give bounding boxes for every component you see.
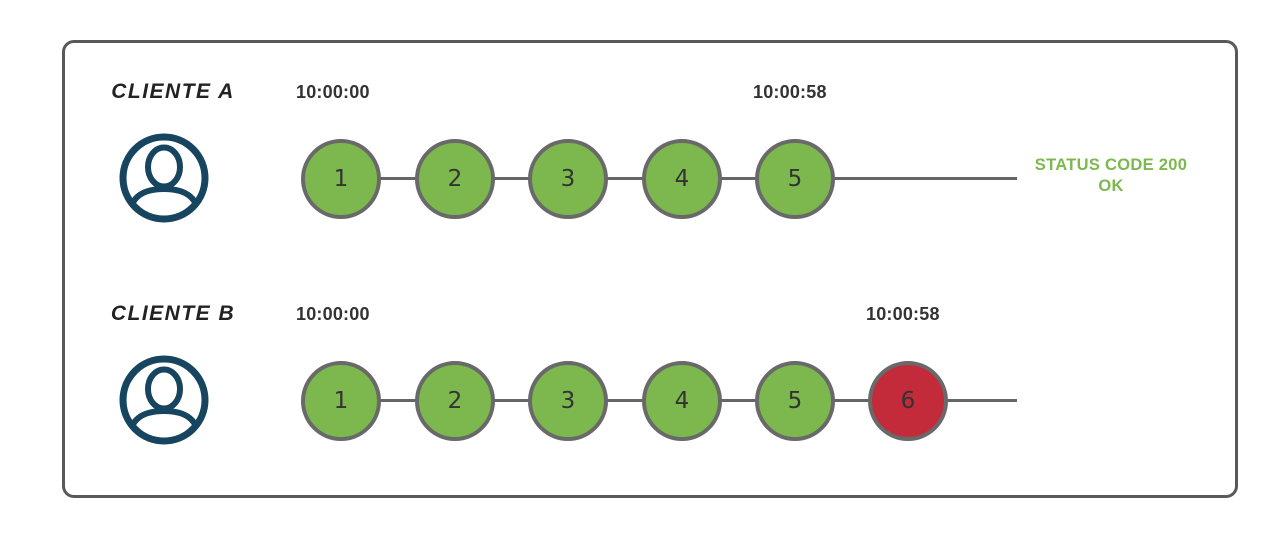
client-a-label: CLIENTE A xyxy=(111,80,235,103)
request-number: 1 xyxy=(333,166,349,192)
request-circle-4: 4 xyxy=(642,361,722,441)
timestamp-end: 10:00:58 xyxy=(866,304,940,324)
request-circle-1: 1 xyxy=(301,139,381,219)
status-text: STATUS CODE 200 OK xyxy=(1023,155,1199,197)
request-number: 1 xyxy=(333,388,349,414)
request-circle-3: 3 xyxy=(528,139,608,219)
request-number: 4 xyxy=(674,388,690,414)
request-circle-3: 3 xyxy=(528,361,608,441)
client-row-a: CLIENTE A 10:00:00 10:00:58 1 2 3 4 5 ST… xyxy=(0,0,1280,232)
request-number: 5 xyxy=(787,166,803,192)
request-number: 5 xyxy=(787,388,803,414)
request-circle-2: 2 xyxy=(415,139,495,219)
request-circle-4: 4 xyxy=(642,139,722,219)
status-code: STATUS CODE 200 xyxy=(1034,156,1188,174)
request-circle-2: 2 xyxy=(415,361,495,441)
user-avatar-icon xyxy=(116,130,212,226)
request-circle-1: 1 xyxy=(301,361,381,441)
request-number: 3 xyxy=(560,166,576,192)
timestamp-start: 10:00:00 xyxy=(296,82,370,102)
user-avatar-icon xyxy=(116,352,212,448)
request-number: 2 xyxy=(447,166,463,192)
request-circle-6: 6 xyxy=(868,361,948,441)
request-circle-5: 5 xyxy=(755,139,835,219)
client-row-b: CLIENTE B 10:00:00 10:00:58 1 2 3 4 5 6 … xyxy=(0,222,1280,454)
timestamp-end: 10:00:58 xyxy=(753,82,827,102)
request-number: 4 xyxy=(674,166,690,192)
request-circle-5: 5 xyxy=(755,361,835,441)
request-number: 2 xyxy=(447,388,463,414)
client-b-label: CLIENTE B xyxy=(110,302,236,325)
request-number: 6 xyxy=(900,388,916,414)
request-number: 3 xyxy=(560,388,576,414)
timestamp-start: 10:00:00 xyxy=(296,304,370,324)
status-message: OK xyxy=(1098,177,1124,195)
